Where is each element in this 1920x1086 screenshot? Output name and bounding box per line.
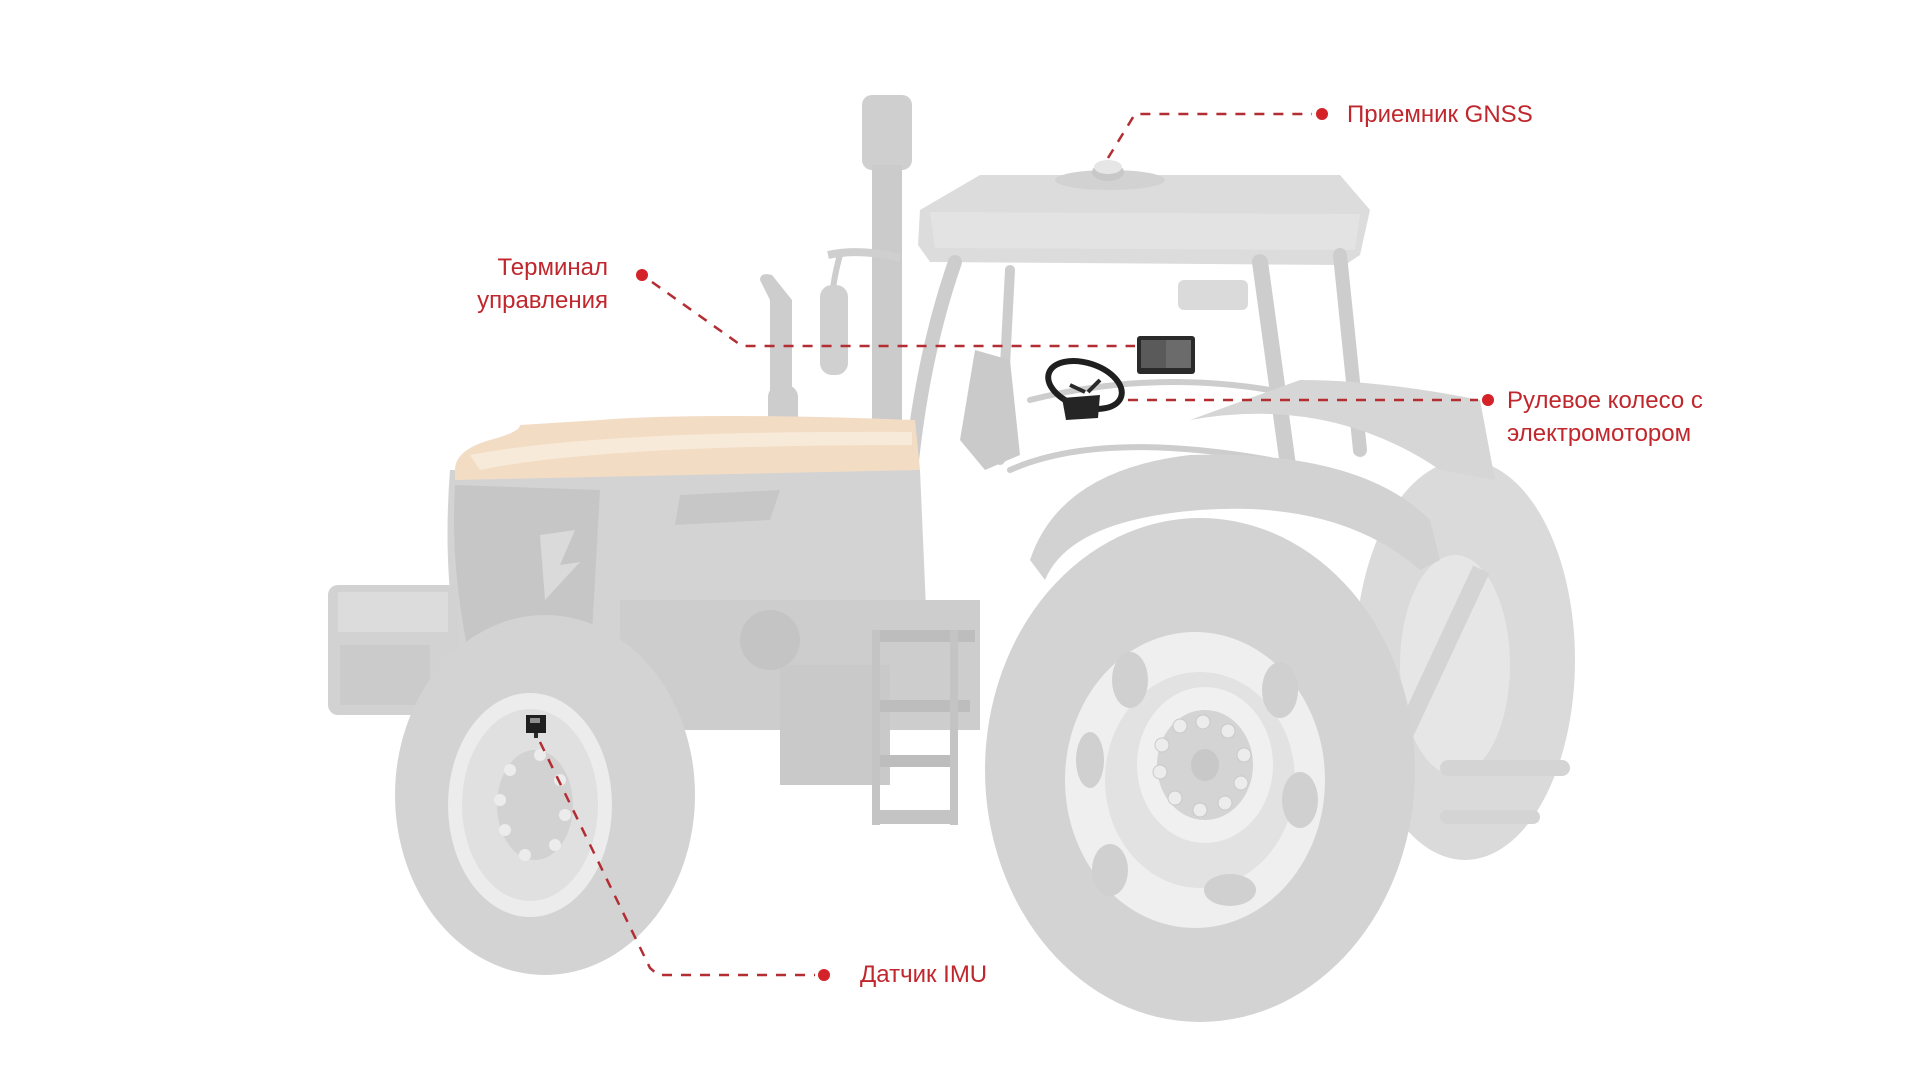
steering-label: Рулевое колесо с электромотором <box>1507 384 1703 450</box>
chassis <box>620 600 980 825</box>
terminal-display-icon <box>1137 336 1195 374</box>
steering-label-line-1: Рулевое колесо с <box>1507 387 1703 414</box>
steering-callout-dot <box>1482 394 1494 406</box>
callout-dots <box>636 108 1494 981</box>
side-mirror <box>820 248 901 375</box>
steering-wheel-icon <box>1045 358 1125 420</box>
steering-label-line-2: электромотором <box>1507 420 1692 447</box>
gnss-callout-line <box>1106 112 1312 159</box>
front-wheel <box>395 615 695 975</box>
cab-steps <box>872 630 975 825</box>
rear-fender <box>1030 380 1495 580</box>
cab-roof <box>918 160 1370 265</box>
hood <box>455 416 920 480</box>
front-weights <box>328 585 458 715</box>
imu-sensor-icon <box>526 715 546 738</box>
callout-lines <box>538 112 1478 977</box>
work-light <box>1178 280 1248 310</box>
seat <box>960 350 1020 470</box>
gnss-label: Приемник GNSS <box>1347 101 1533 128</box>
imu-label: Датчик IMU <box>860 961 988 988</box>
terminal-label-line-1: Терминал <box>497 254 608 281</box>
rear-wheel <box>985 518 1415 1022</box>
gnss-callout-dot <box>1316 108 1328 120</box>
terminal-callout-dot <box>636 269 648 281</box>
terminal-label-line-2: управления <box>477 287 608 314</box>
terminal-label: Терминал управления <box>400 251 608 317</box>
imu-callout-dot <box>818 969 830 981</box>
imu-callout-line <box>538 741 815 977</box>
rear-hitch <box>1388 565 1570 824</box>
